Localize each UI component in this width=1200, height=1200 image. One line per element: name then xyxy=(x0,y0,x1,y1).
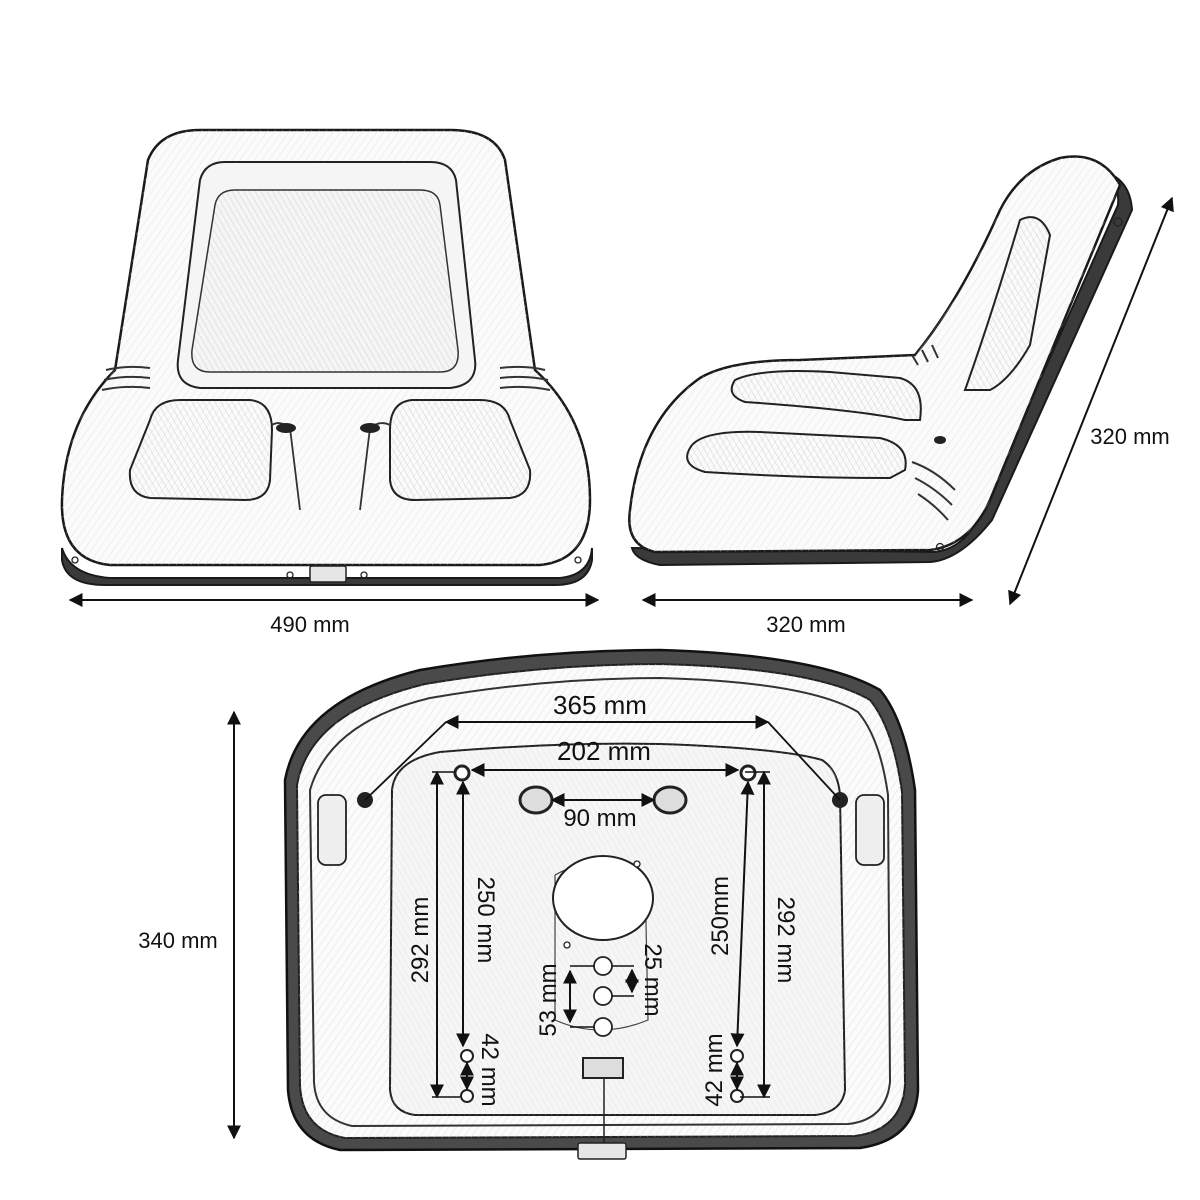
side-depth-label: 320 mm xyxy=(766,612,845,637)
right-small-vertical-label: 42 mm xyxy=(701,1033,728,1106)
front-left-hole-icon xyxy=(276,423,296,433)
right-outer-vertical-label: 292 mm xyxy=(772,897,799,984)
slot-span-label: 90 mm xyxy=(563,805,636,832)
center-hole-3 xyxy=(593,1017,613,1037)
front-right-cushion xyxy=(389,399,532,502)
right-inner-vertical-arrow xyxy=(730,780,755,1048)
front-view-seat xyxy=(60,128,593,586)
front-left-cushion xyxy=(128,399,274,502)
front-latch xyxy=(309,565,347,583)
bottom-latch xyxy=(577,1142,627,1160)
bottom-rect-tab xyxy=(582,1057,624,1079)
bottom-view-seat xyxy=(283,648,920,1160)
right-inner-vertical-label: 250mm xyxy=(707,876,734,956)
side-height-arrow xyxy=(1008,196,1174,606)
left-slot-icon xyxy=(518,785,554,815)
bottom-inner-right-hole-icon xyxy=(739,764,757,782)
left-inner-vertical-label: 250 mm xyxy=(472,877,499,964)
side-height-label: 320 mm xyxy=(1090,424,1169,449)
center-large-label: 53 mm xyxy=(535,963,562,1036)
front-width-label: 490 mm xyxy=(270,612,349,637)
bottom-depth-label: 340 mm xyxy=(138,928,217,953)
front-right-hole-icon xyxy=(360,423,380,433)
side-upper-cushion xyxy=(730,370,922,421)
center-large-hole xyxy=(552,855,654,941)
inner-hole-span-label: 202 mm xyxy=(557,736,651,766)
right-slot-icon xyxy=(652,785,688,815)
side-view-seat xyxy=(628,155,1134,567)
center-hole-1 xyxy=(593,956,613,976)
left-outer-vertical-label: 292 mm xyxy=(407,897,434,984)
side-lower-cushion xyxy=(686,430,907,480)
center-small-label: 25 mm xyxy=(639,943,666,1016)
center-hole-2 xyxy=(593,986,613,1006)
left-small-vertical-label: 42 mm xyxy=(476,1033,503,1106)
bottom-inner-left-hole-icon xyxy=(453,764,471,782)
outer-hole-span-label: 365 mm xyxy=(553,690,647,720)
front-base-rim xyxy=(61,547,593,586)
